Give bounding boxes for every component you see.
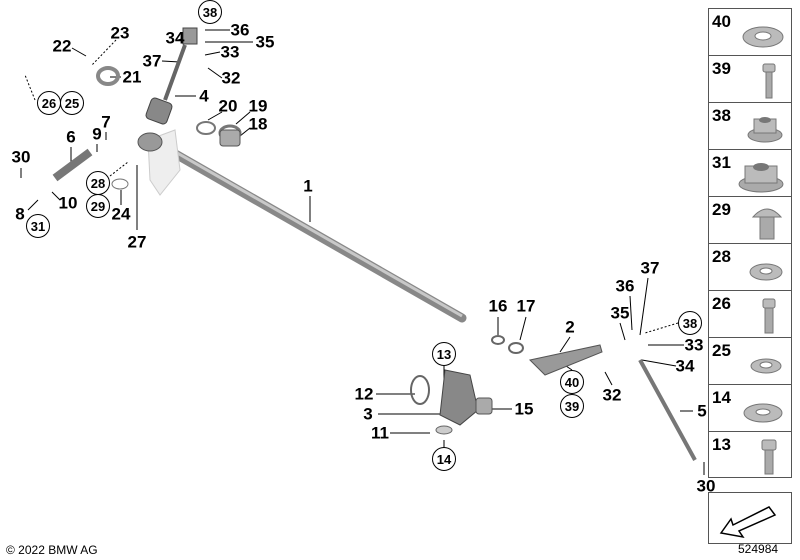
- panel-item[interactable]: 25: [708, 337, 792, 384]
- circled-callout[interactable]: 28: [86, 171, 110, 195]
- callout[interactable]: 21: [122, 67, 142, 87]
- callout[interactable]: 6: [66, 127, 76, 147]
- washer-icon: [742, 26, 784, 48]
- gearshift-rod: [160, 143, 467, 323]
- circled-callout[interactable]: 40: [560, 370, 584, 394]
- circled-callout[interactable]: 25: [60, 91, 84, 115]
- flange-nut-icon: [747, 117, 783, 143]
- washer-icon: [743, 403, 783, 423]
- callout[interactable]: 30: [11, 147, 31, 167]
- callout[interactable]: 17: [516, 296, 536, 316]
- diagram-number: 524984: [738, 542, 779, 556]
- callout[interactable]: 23: [110, 23, 130, 43]
- panel-item[interactable]: 40: [708, 8, 792, 55]
- callout[interactable]: 9: [92, 124, 102, 144]
- callout[interactable]: 24: [111, 204, 131, 224]
- panel-item[interactable]: 38: [708, 102, 792, 149]
- callout[interactable]: 32: [221, 68, 241, 88]
- bolt-icon: [761, 439, 777, 475]
- callout[interactable]: 16: [488, 296, 508, 316]
- circled-callout[interactable]: 39: [560, 394, 584, 418]
- callout[interactable]: 20: [218, 96, 238, 116]
- bolt-icon: [762, 63, 776, 99]
- circled-callout[interactable]: 38: [198, 0, 222, 24]
- callout[interactable]: 10: [58, 193, 78, 213]
- part-number: 39: [712, 59, 731, 78]
- part-number: 26: [712, 294, 731, 313]
- part-number: 13: [712, 435, 731, 454]
- callout[interactable]: 36: [615, 276, 635, 296]
- callout[interactable]: 18: [248, 114, 268, 134]
- washer-icon: [750, 358, 782, 374]
- callout[interactable]: 32: [602, 385, 622, 405]
- part-number: 29: [712, 200, 731, 219]
- copyright: © 2022 BMW AG: [6, 543, 98, 557]
- callout[interactable]: 35: [255, 32, 275, 52]
- hardware-panel: 40 39 38 31 29 28 26 25 14 13: [708, 8, 792, 478]
- callout[interactable]: 1: [303, 176, 313, 196]
- callout[interactable]: 19: [248, 96, 268, 116]
- callout[interactable]: 12: [354, 384, 374, 404]
- callout[interactable]: 27: [127, 232, 147, 252]
- part-number: 31: [712, 153, 731, 172]
- panel-item[interactable]: 28: [708, 243, 792, 290]
- bolt-icon: [762, 298, 776, 334]
- part-number: 38: [712, 106, 731, 125]
- direction-arrow-icon: [719, 506, 777, 539]
- callout[interactable]: 35: [610, 303, 630, 323]
- part-number: 40: [712, 12, 731, 31]
- circled-callout[interactable]: 29: [86, 194, 110, 218]
- circled-callout[interactable]: 38: [678, 311, 702, 335]
- flange-nut-icon: [738, 163, 784, 193]
- circled-callout[interactable]: 14: [432, 447, 456, 471]
- washer-icon: [749, 263, 783, 281]
- callout[interactable]: 11: [371, 423, 389, 443]
- callout[interactable]: 33: [220, 42, 240, 62]
- panel-item[interactable]: 26: [708, 290, 792, 337]
- callout[interactable]: 22: [52, 36, 72, 56]
- leader-lines: [20, 29, 705, 475]
- callout[interactable]: 34: [675, 356, 695, 376]
- circled-callout[interactable]: 13: [432, 342, 456, 366]
- callout[interactable]: 30: [696, 476, 716, 496]
- button-head-screw-icon: [751, 208, 783, 240]
- callout[interactable]: 7: [101, 112, 111, 132]
- callout[interactable]: 36: [230, 20, 250, 40]
- callout[interactable]: 4: [199, 86, 209, 106]
- panel-item[interactable]: 31: [708, 149, 792, 196]
- panel-item[interactable]: 13: [708, 431, 792, 478]
- orientation-arrow-box: [708, 492, 792, 544]
- part-number: 28: [712, 247, 731, 266]
- part-number: 14: [712, 388, 731, 407]
- callout[interactable]: 2: [565, 317, 575, 337]
- circled-callout[interactable]: 26: [37, 91, 61, 115]
- callout[interactable]: 5: [697, 401, 707, 421]
- callout[interactable]: 3: [363, 404, 373, 424]
- circled-callout[interactable]: 31: [26, 214, 50, 238]
- callout[interactable]: 33: [684, 335, 704, 355]
- callout[interactable]: 34: [165, 28, 185, 48]
- panel-item[interactable]: 29: [708, 196, 792, 243]
- callout[interactable]: 15: [514, 399, 534, 419]
- panel-item[interactable]: 39: [708, 55, 792, 102]
- callout[interactable]: 37: [640, 258, 660, 278]
- part-number: 25: [712, 341, 731, 360]
- callout[interactable]: 8: [15, 204, 25, 224]
- panel-item[interactable]: 14: [708, 384, 792, 431]
- callout[interactable]: 37: [142, 51, 162, 71]
